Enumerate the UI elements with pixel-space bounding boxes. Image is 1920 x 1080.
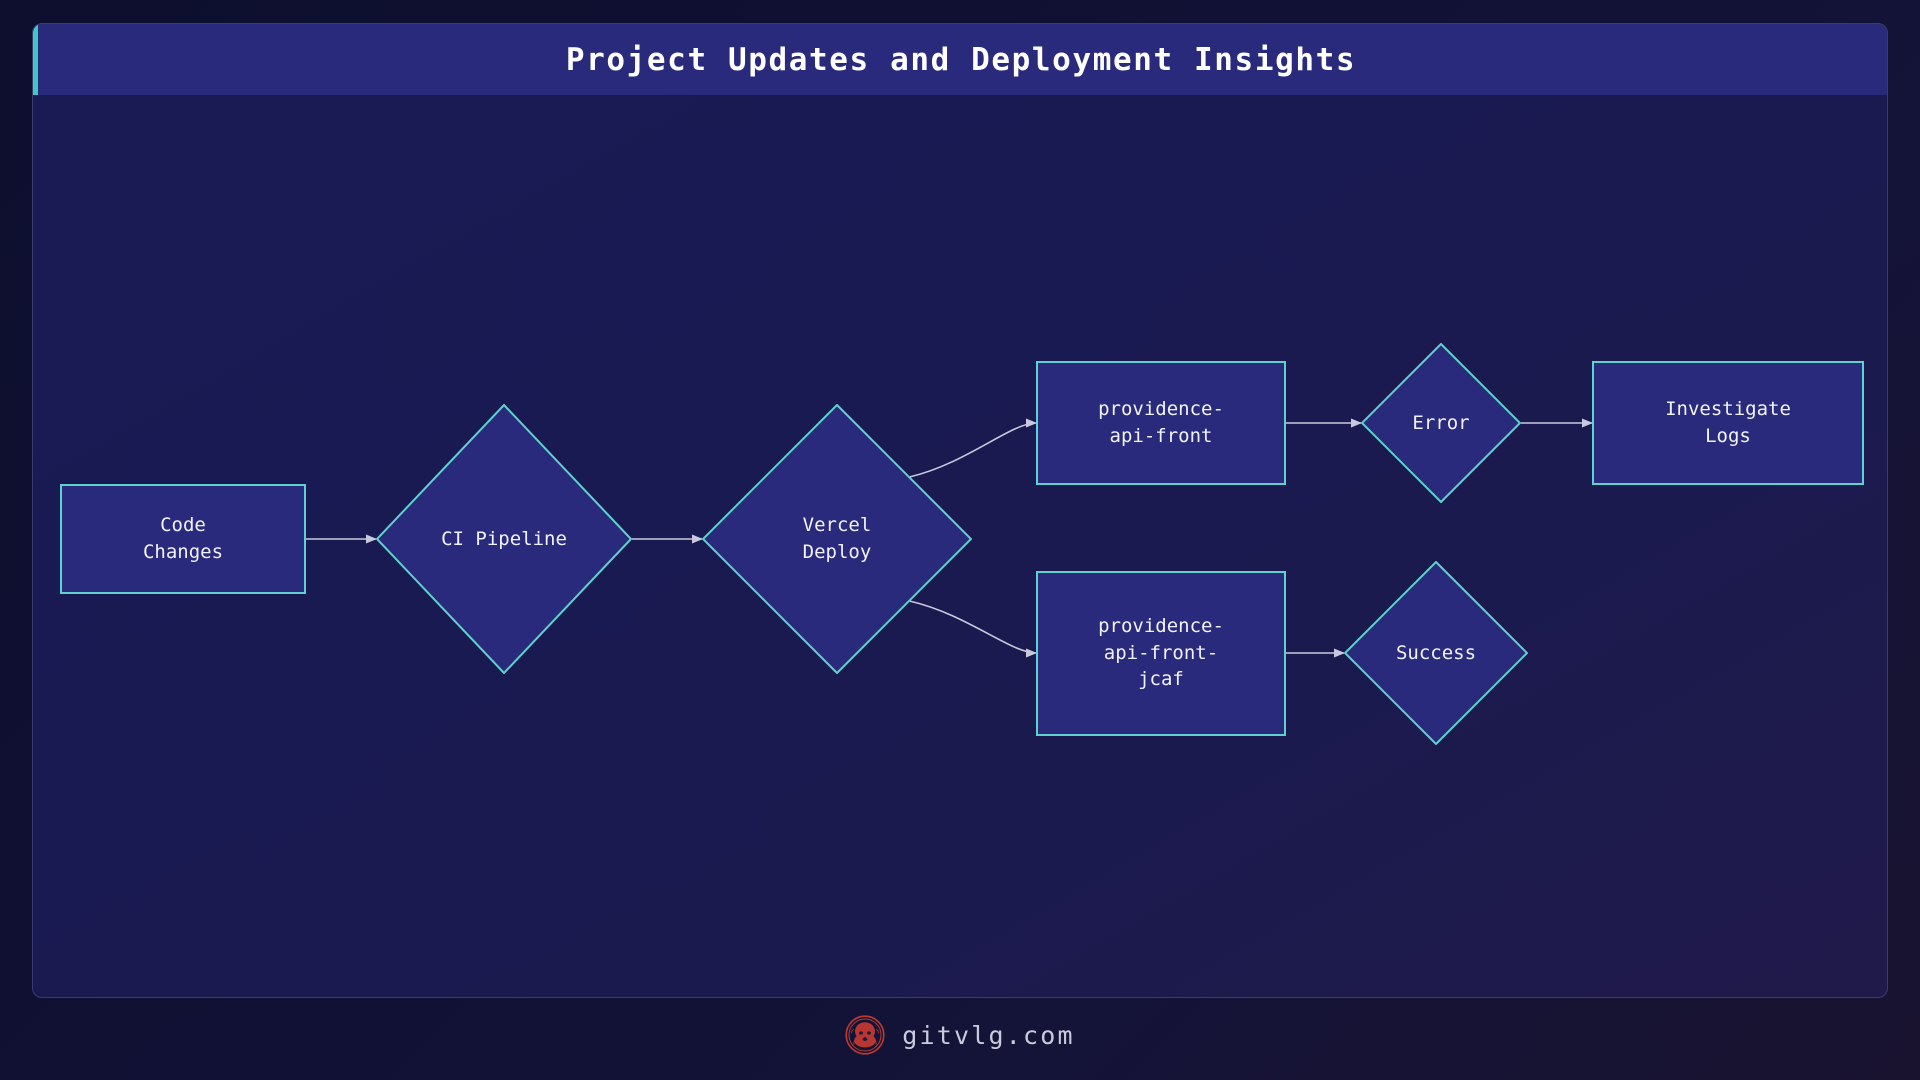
- node-code_changes[interactable]: Code Changes: [60, 484, 306, 594]
- node-error[interactable]: Error: [1361, 343, 1521, 503]
- node-label-api_front_jcaf: providence- api-front- jcaf: [1098, 614, 1224, 691]
- node-label-ci_pipeline: CI Pipeline: [441, 527, 567, 550]
- node-label-success: Success: [1395, 641, 1477, 664]
- flowchart-canvas: Code Changes CI Pipeline Vercel Deploy prov…: [33, 95, 1887, 997]
- lion-logo-icon: [845, 1015, 885, 1055]
- footer-watermark: gitvlg.com: [0, 1004, 1920, 1066]
- diamond-shape: [702, 404, 972, 674]
- node-api_front_jcaf[interactable]: providence- api-front- jcaf: [1036, 570, 1286, 736]
- header-accent-bar: [33, 24, 38, 95]
- page-title: Project Updates and Deployment Insights: [565, 41, 1357, 78]
- node-vercel_deploy[interactable]: Vercel Deploy: [702, 404, 972, 674]
- node-label-vercel_deploy: Vercel Deploy: [802, 514, 872, 563]
- node-label-code_changes: Code Changes: [142, 514, 224, 563]
- diagram-card: Project Updates and Deployment Insights …: [32, 23, 1888, 998]
- node-api_front[interactable]: providence- api-front: [1036, 361, 1286, 485]
- node-label-api_front: providence- api-front: [1098, 398, 1224, 447]
- node-ci_pipeline[interactable]: CI Pipeline: [376, 404, 632, 674]
- card-header: Project Updates and Deployment Insights: [33, 24, 1887, 95]
- node-investigate[interactable]: Investigate Logs: [1592, 361, 1864, 485]
- node-label-investigate: Investigate Logs: [1665, 398, 1791, 447]
- node-success[interactable]: Success: [1344, 561, 1528, 745]
- diamond-shape: [1344, 561, 1528, 745]
- diamond-shape: [1361, 343, 1521, 503]
- node-label-error: Error: [1412, 411, 1470, 434]
- footer-site-label: gitvlg.com: [902, 1020, 1075, 1050]
- diamond-shape: [376, 404, 632, 674]
